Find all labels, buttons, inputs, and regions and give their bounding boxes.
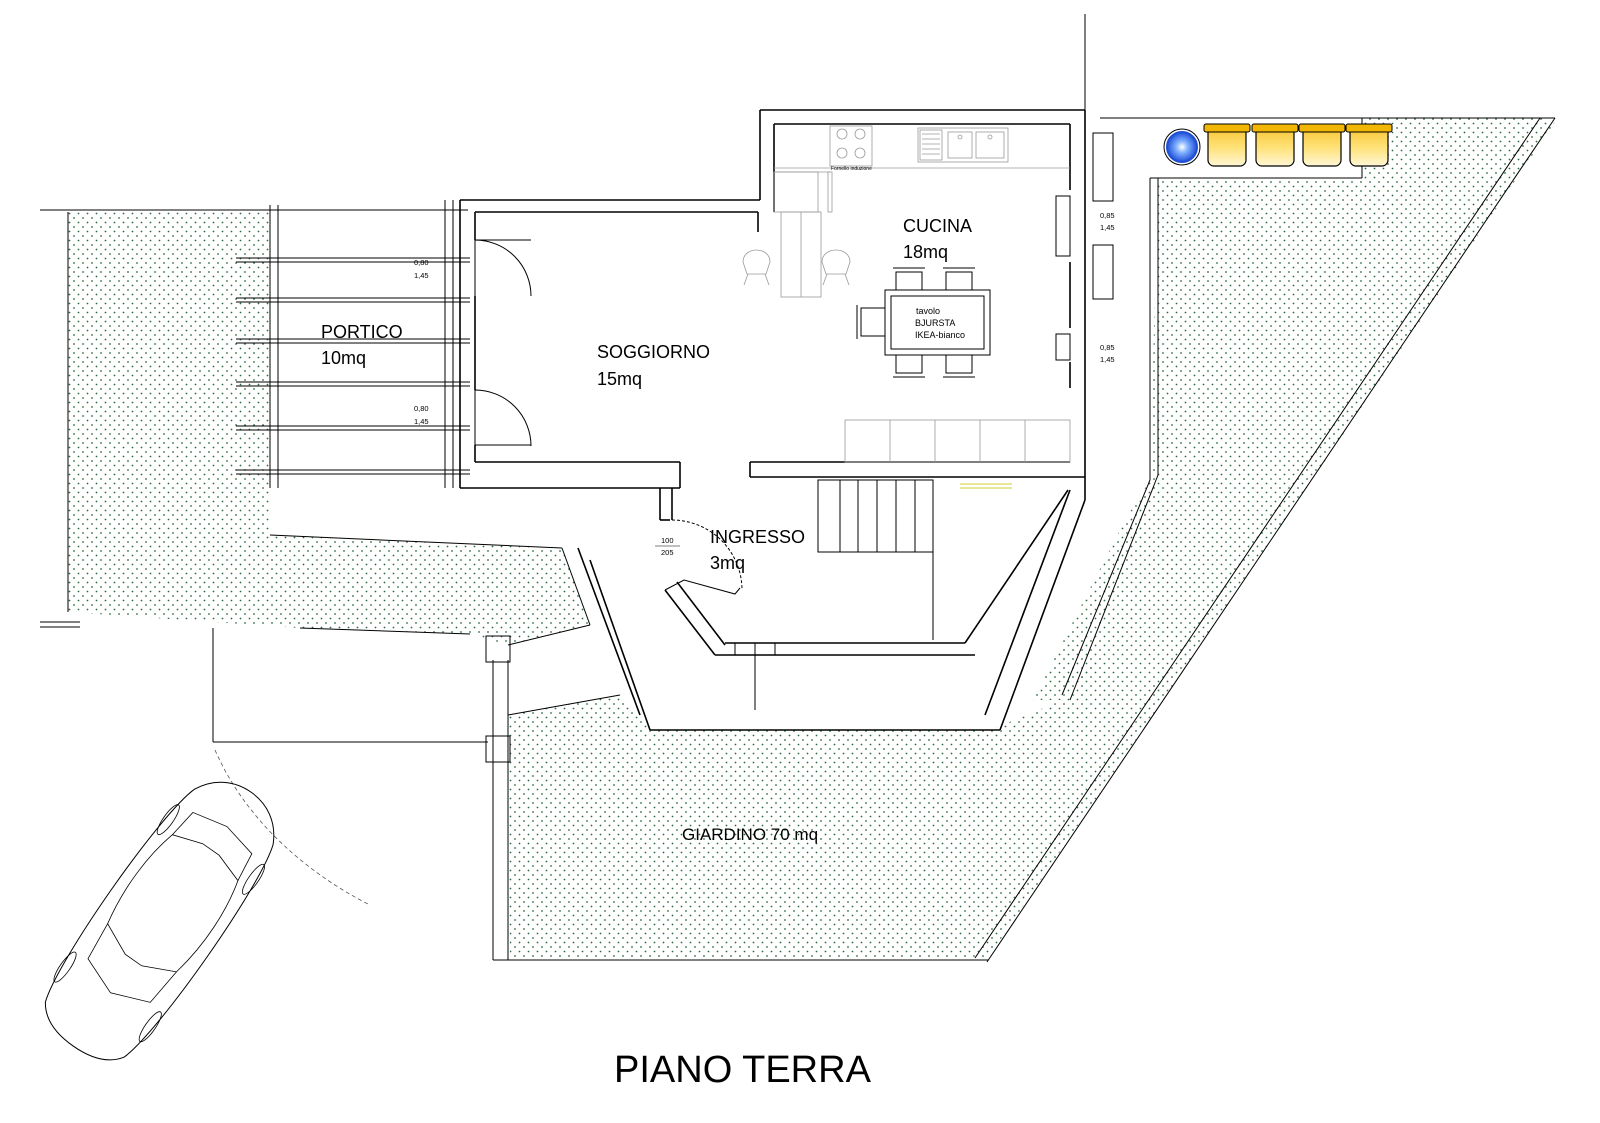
window-1-width: 0,80 xyxy=(414,258,429,267)
window-3-height: 1,45 xyxy=(1100,223,1115,232)
window-2-width: 0,80 xyxy=(414,404,429,413)
west-garden-area xyxy=(68,212,590,645)
doors xyxy=(474,239,743,595)
kitchen-counter xyxy=(742,125,1071,463)
car-icon xyxy=(44,781,275,1061)
hob-label: Fornello induzione xyxy=(831,166,872,172)
giardino-label: GIARDINO 70 mq xyxy=(682,825,818,844)
page-title: PIANO TERRA xyxy=(614,1049,872,1091)
window-2-height: 1,45 xyxy=(414,417,429,426)
window-3-width: 0,85 xyxy=(1100,211,1115,220)
windows xyxy=(1055,132,1114,361)
ingresso-name: INGRESSO xyxy=(710,527,805,547)
staircase xyxy=(817,479,1012,640)
garden-hatch-areas xyxy=(68,118,1555,960)
table-label-line1: tavolo xyxy=(916,306,940,316)
south-garden-area xyxy=(508,118,1555,960)
soggiorno-name: SOGGIORNO xyxy=(597,342,710,362)
table-label-line2: BJURSTA xyxy=(915,318,955,328)
door-width: 100 xyxy=(661,536,674,545)
waste-bins xyxy=(1163,123,1393,167)
building-walls xyxy=(459,109,1086,731)
dining-table xyxy=(856,267,991,378)
portico-name: PORTICO xyxy=(321,322,403,342)
window-4-width: 0,85 xyxy=(1100,343,1115,352)
window-1-height: 1,45 xyxy=(414,271,429,280)
cucina-name: CUCINA xyxy=(903,216,972,236)
yellow-bin-1 xyxy=(1203,123,1251,167)
table-label-line3: IKEA-bianco xyxy=(915,330,965,340)
yellow-bin-4 xyxy=(1345,123,1393,167)
window-4-height: 1,45 xyxy=(1100,355,1115,364)
blue-bin xyxy=(1166,131,1198,163)
site-boundary-lines xyxy=(40,14,1556,963)
door-height: 205 xyxy=(661,548,674,557)
yellow-bin-2 xyxy=(1251,123,1299,167)
east-garden-strip xyxy=(1033,118,1540,700)
portico-pergola xyxy=(236,200,470,488)
cucina-area: 18mq xyxy=(903,242,948,262)
yellow-bin-3 xyxy=(1298,123,1346,167)
ingresso-area: 3mq xyxy=(710,553,745,573)
soggiorno-area: 15mq xyxy=(597,369,642,389)
portico-area: 10mq xyxy=(321,348,366,368)
